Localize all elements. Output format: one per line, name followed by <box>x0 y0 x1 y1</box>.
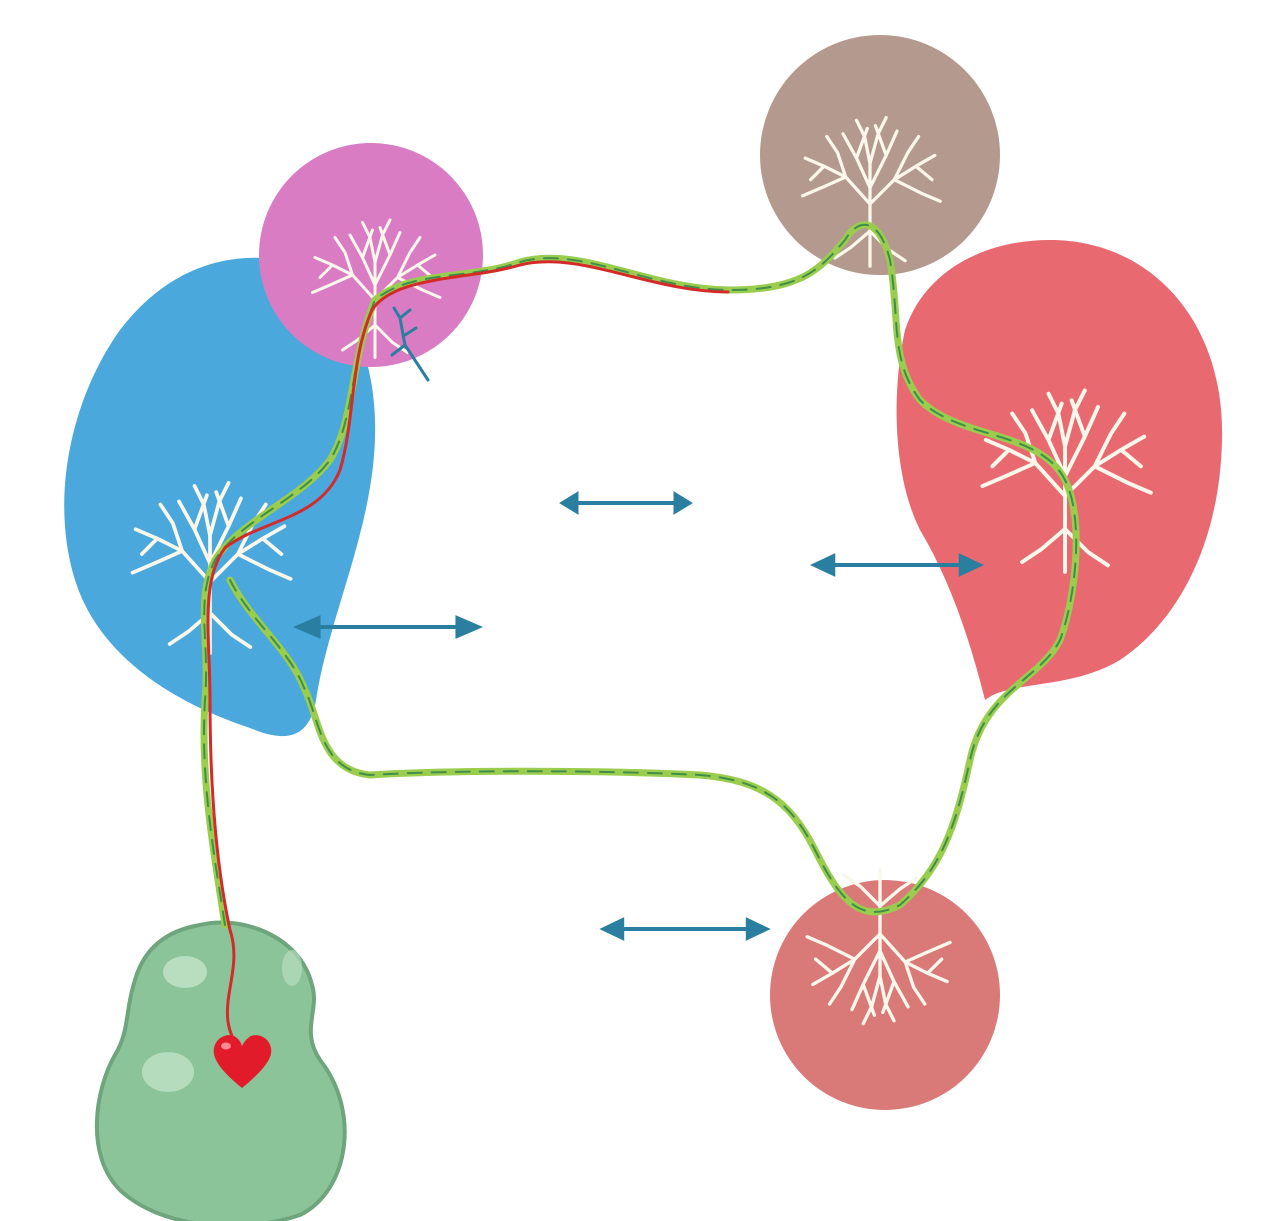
heart-highlight <box>221 1042 231 1050</box>
brown-circle <box>760 35 1000 275</box>
double-headed-arrow-icon <box>601 918 770 940</box>
blue-branch-icon <box>390 306 430 382</box>
green-organ <box>94 920 347 1221</box>
pink-circle <box>259 143 483 367</box>
green-vessel-inner <box>203 223 1078 926</box>
green-organ-highlight <box>142 1052 194 1092</box>
green-organ-highlight <box>163 956 207 988</box>
red-vessel <box>206 260 730 1052</box>
green-organ-highlight <box>282 950 302 986</box>
double-headed-arrow-icon <box>558 490 694 516</box>
